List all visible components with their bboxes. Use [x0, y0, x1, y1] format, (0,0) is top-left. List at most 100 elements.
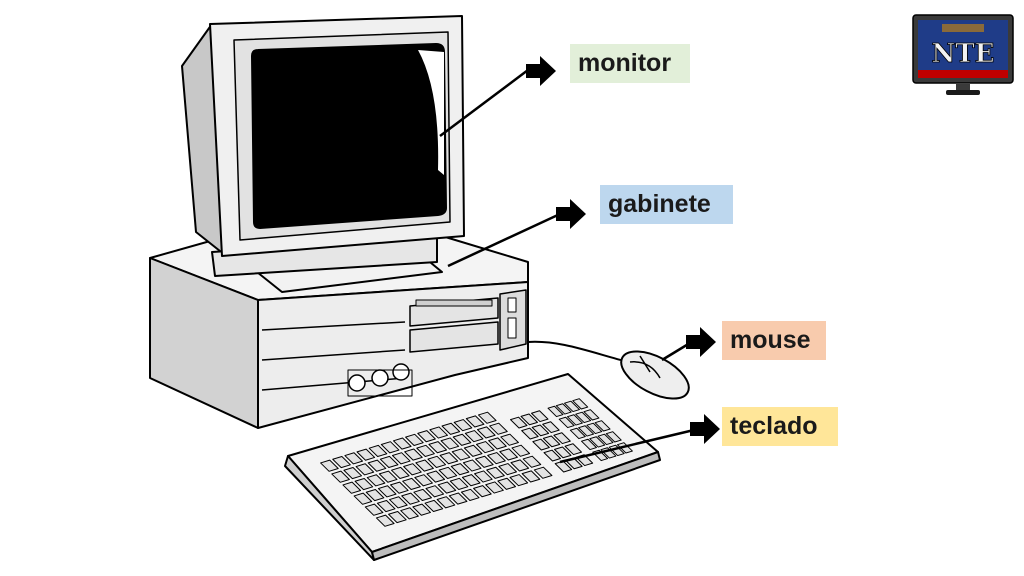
keyboard-key — [605, 431, 622, 443]
keyboard-key — [542, 421, 560, 434]
keyboard-key — [354, 477, 374, 491]
arrow-right-icon — [686, 327, 716, 357]
keyboard-key — [532, 438, 550, 451]
keyboard-key — [343, 466, 363, 480]
keyboard-key — [487, 452, 506, 465]
keyboard-key — [531, 424, 550, 437]
keyboard-key — [365, 488, 385, 502]
arrow-right-icon — [526, 56, 556, 86]
keyboard-key — [510, 459, 530, 472]
keyboard-key — [390, 481, 409, 494]
keyboard-device — [284, 373, 661, 561]
keyboard-key — [461, 474, 481, 487]
keyboard-key — [403, 463, 422, 476]
keyboard-key — [404, 448, 423, 461]
monitor-pointer-line — [439, 69, 529, 137]
keyboard-key — [500, 433, 519, 446]
keyboard-key — [475, 455, 494, 468]
keyboard-key — [465, 415, 485, 428]
keyboard-key — [553, 432, 571, 445]
keyboard-key — [449, 477, 469, 490]
keyboard-key — [616, 442, 633, 454]
keyboard-key — [388, 510, 407, 524]
keyboard-key — [375, 514, 395, 527]
keyboard-key — [415, 459, 434, 472]
keyboard-keys — [320, 398, 633, 527]
keyboard-key — [511, 444, 531, 457]
keyboard-key — [522, 455, 542, 468]
keyboard-key — [572, 398, 589, 410]
keyboard-key — [429, 426, 449, 439]
keyboard-key — [510, 416, 528, 429]
keyboard-key — [564, 443, 582, 456]
keyboard-key — [597, 433, 614, 446]
keyboard-key — [476, 426, 496, 439]
keyboard-key — [364, 503, 384, 516]
keyboard-key — [566, 414, 583, 426]
keyboard-key — [402, 477, 421, 491]
keyboard-key — [424, 499, 444, 513]
keyboard-key — [564, 400, 580, 413]
label-teclado: teclado — [722, 407, 838, 446]
teclado-pointer-line — [559, 428, 695, 464]
keyboard-key — [578, 425, 595, 437]
keyboard-key — [499, 448, 518, 461]
keyboard-key — [342, 481, 362, 494]
keyboard-key — [401, 492, 420, 505]
keyboard-key — [594, 420, 611, 432]
keyboard-key — [450, 463, 470, 476]
keyboard-key — [486, 466, 505, 479]
keyboard-key — [542, 435, 561, 448]
keyboard-key — [439, 452, 459, 465]
keyboard-key — [474, 470, 493, 483]
keyboard-key — [521, 470, 541, 483]
keyboard-key — [489, 422, 508, 435]
nte-logo: NTE — [912, 14, 1014, 95]
keyboard-key — [608, 444, 625, 457]
keyboard-key — [427, 455, 447, 468]
label-mouse: mouse — [722, 321, 826, 360]
keyboard-key — [520, 413, 538, 426]
keyboard-key — [452, 433, 472, 446]
keyboard-key — [543, 449, 561, 462]
keyboard-key — [569, 427, 586, 440]
keyboard-key — [473, 485, 492, 498]
keyboard-key — [575, 411, 592, 424]
keyboard-key — [332, 455, 351, 469]
keyboard-key — [441, 422, 461, 435]
keyboard-key — [475, 441, 495, 454]
keyboard-key — [460, 488, 480, 501]
keyboard-key — [498, 463, 517, 476]
keyboard-key — [437, 481, 457, 494]
logo-mark: NTE — [932, 39, 995, 69]
keyboard-key — [464, 430, 484, 443]
keyboard-key — [353, 492, 373, 505]
keyboard-key — [451, 448, 471, 461]
keyboard-key — [531, 410, 549, 423]
keyboard-key — [554, 446, 572, 459]
keyboard-key — [521, 427, 539, 440]
keyboard-key — [425, 485, 445, 498]
keyboard-key — [367, 459, 387, 472]
computer-case — [149, 235, 529, 429]
keyboard-key — [583, 409, 600, 421]
keyboard-key — [586, 422, 603, 435]
keyboard-key — [392, 437, 412, 450]
keyboard-key — [390, 466, 410, 480]
keyboard-key — [477, 411, 497, 424]
keyboard-key — [463, 444, 483, 457]
arrow-icons — [526, 56, 720, 444]
arrow-right-icon — [690, 414, 720, 444]
keyboard-key — [414, 474, 433, 487]
gabinete-pointer-line — [447, 212, 561, 268]
keyboard-key — [416, 444, 435, 457]
keyboard-key — [547, 405, 564, 418]
label-monitor: monitor — [570, 44, 690, 83]
keyboard-key — [555, 403, 572, 415]
keyboard-key — [453, 419, 473, 432]
keyboard-key — [331, 470, 350, 483]
keyboard-key — [436, 496, 456, 509]
keyboard-key — [376, 499, 396, 513]
keyboard-key — [320, 459, 339, 472]
